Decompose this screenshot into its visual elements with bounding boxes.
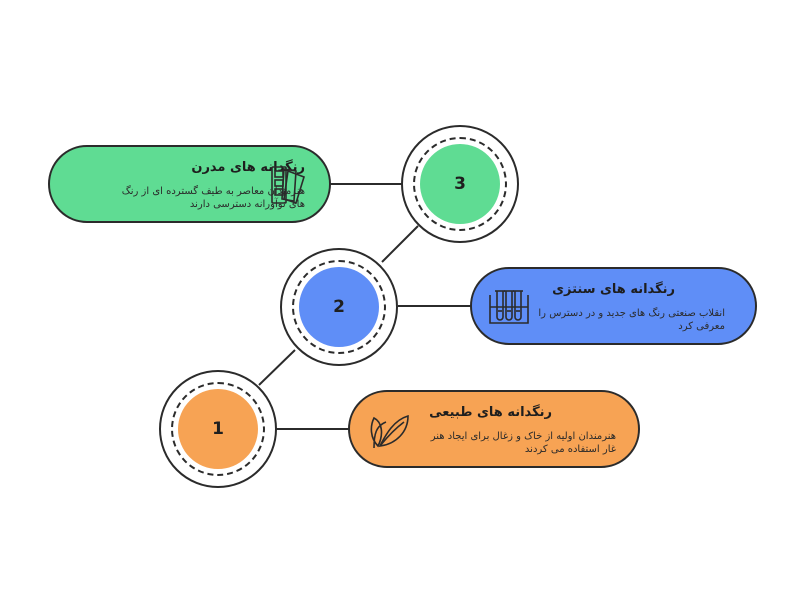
step-1-card: رنگدانه های طبیعی هنرمندان اولیه از خاک … [348,390,640,468]
color-swatch-icon [271,166,305,205]
step-3-number: 3 [420,144,500,224]
test-tubes-icon [489,290,529,324]
step-1-description: هنرمندان اولیه از خاک و زغال برای ایجاد … [430,431,616,455]
step-3-circle: 3 [401,125,519,243]
step-2-card: رنگدانه های سنتزی انقلاب صنعتی رنگ های ج… [470,267,757,345]
step-3-dashed-ring [413,137,507,231]
step-3-card: رنگدانه های مدرن هنرمندان معاصر به طیف گ… [48,145,331,223]
step-2-dashed-ring [292,260,386,354]
step-2-description: انقلاب صنعتی رنگ های جدید و در دسترس را … [538,308,725,332]
step-2-number: 2 [299,267,379,347]
leaf-icon [370,414,409,449]
step-1-title: رنگدانه های طبیعی [429,405,552,420]
step-1-circle: 1 [159,370,277,488]
step-3-description: هنرمندان معاصر به طیف گسترده ای از رنگ ه… [121,186,305,210]
step-2-circle: 2 [280,248,398,366]
step-1-number: 1 [178,389,258,469]
step-1-dashed-ring [171,382,265,476]
step-2-title: رنگدانه های سنتزی [552,282,675,297]
